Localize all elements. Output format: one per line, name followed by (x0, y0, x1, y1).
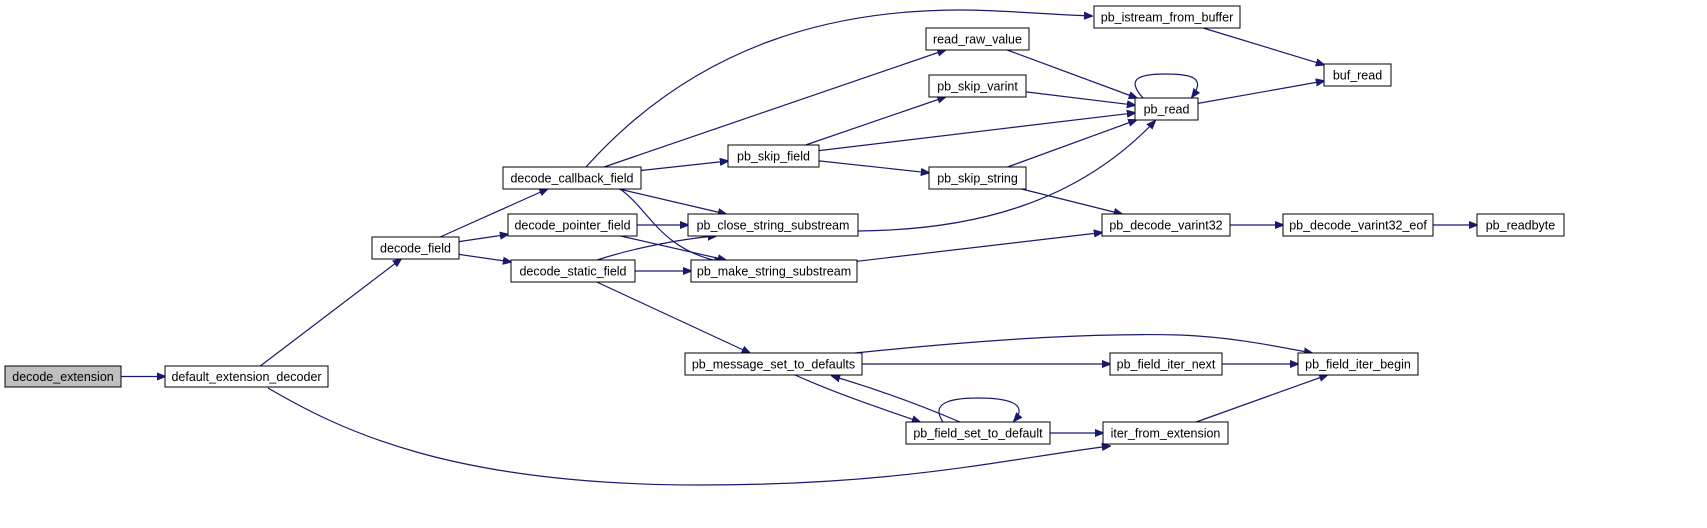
node-pb-readbyte[interactable]: pb_readbyte (1476, 213, 1565, 237)
node-label: pb_skip_field (737, 150, 810, 164)
node-decode-field[interactable]: decode_field (371, 236, 460, 260)
node-pb-make-string-substream[interactable]: pb_make_string_substream (690, 259, 858, 283)
node-pb-read[interactable]: pb_read (1134, 97, 1199, 121)
node-label: decode_static_field (519, 265, 626, 279)
edge-decode_callback_field-to-pb_close_string_substream (618, 188, 726, 214)
edge-pb_skip_field-to-pb_skip_varint (805, 97, 946, 146)
edge-decode_static_field-to-pb_message_set_to_defaults (596, 281, 750, 353)
node-pb-field-iter-next[interactable]: pb_field_iter_next (1109, 352, 1223, 376)
node-label: decode_callback_field (510, 172, 633, 186)
node-pb-istream-from-buffer[interactable]: pb_istream_from_buffer (1093, 5, 1241, 29)
node-default-extension-decoder[interactable]: default_extension_decoder (164, 365, 329, 388)
node-decode-extension[interactable]: decode_extension (4, 365, 122, 388)
node-pb-field-set-to-default[interactable]: pb_field_set_to_default (905, 421, 1051, 445)
edge-pb_skip_field-to-pb_skip_string (818, 160, 929, 173)
edge-pb_make_string_substream-to-pb_decode_varint32 (856, 233, 1102, 262)
node-pb-decode-varint32[interactable]: pb_decode_varint32 (1101, 213, 1231, 237)
node-label: pb_field_iter_begin (1305, 358, 1411, 372)
edge-pb_skip_string-to-pb_read (1007, 120, 1137, 168)
node-label: pb_close_string_substream (697, 219, 850, 233)
node-label: pb_skip_varint (937, 80, 1018, 94)
edge-pb_read-to-pb_read (1134, 73, 1197, 98)
edge-pb_skip_varint-to-pb_read (1025, 91, 1135, 105)
nodes: decode_extension default_extension_decode… (4, 5, 1565, 445)
edge-pb_message_set_to_defaults-to-pb_field_set_to_default (794, 374, 920, 422)
node-label: decode_field (380, 242, 451, 256)
node-label: pb_skip_string (937, 172, 1018, 186)
edge-default_extension_decoder-to-decode_field (259, 259, 401, 367)
edge-pb_message_set_to_defaults-to-pb_field_iter_begin (854, 333, 1312, 353)
edge-read_raw_value-to-pb_read (1006, 49, 1137, 98)
node-label: buf_read (1333, 69, 1382, 83)
node-label: pb_message_set_to_defaults (692, 358, 855, 372)
node-label: pb_field_set_to_default (913, 427, 1043, 441)
node-label: decode_pointer_field (514, 219, 630, 233)
edge-decode_field-to-decode_static_field (458, 253, 511, 262)
edge-pb_istream_from_buffer-to-buf_read (1202, 27, 1324, 65)
node-label: pb_field_iter_next (1117, 358, 1216, 372)
node-pb-skip-string[interactable]: pb_skip_string (928, 166, 1027, 190)
edge-iter_from_extension-to-pb_field_iter_begin (1195, 375, 1327, 423)
edge-pb_read-to-buf_read (1197, 81, 1324, 104)
node-label: pb_read (1144, 103, 1190, 117)
node-decode-static-field[interactable]: decode_static_field (510, 259, 636, 283)
node-pb-skip-field[interactable]: pb_skip_field (727, 144, 820, 168)
edge-decode_callback_field-to-read_raw_value (603, 50, 945, 168)
node-label: pb_istream_from_buffer (1101, 11, 1233, 25)
edge-decode_static_field-to-pb_close_string_substream (596, 236, 716, 261)
node-pb-close-string-substream[interactable]: pb_close_string_substream (687, 213, 859, 237)
edge-pb_field_set_to_default-to-pb_message_set_to_defaults (832, 376, 961, 423)
node-label: iter_from_extension (1111, 427, 1221, 441)
node-label: pb_decode_varint32_eof (1289, 219, 1427, 233)
node-label: read_raw_value (933, 33, 1022, 47)
node-label: decode_extension (12, 370, 114, 384)
node-read-raw-value[interactable]: read_raw_value (925, 27, 1030, 51)
node-pb-field-iter-begin[interactable]: pb_field_iter_begin (1297, 352, 1419, 376)
node-label: default_extension_decoder (171, 370, 321, 384)
node-label: pb_make_string_substream (697, 265, 851, 279)
edge-decode_field-to-decode_callback_field (439, 189, 547, 238)
edge-decode_callback_field-to-pb_istream_from_buffer (585, 9, 1092, 168)
node-decode-pointer-field[interactable]: decode_pointer_field (507, 213, 638, 237)
edges (121, 9, 1477, 486)
edge-pb_close_string_substream-to-pb_read (857, 121, 1155, 232)
edge-decode_callback_field-to-pb_skip_field (640, 161, 728, 172)
edge-default_extension_decoder-to-iter_from_extension (267, 387, 1110, 486)
node-pb-skip-varint[interactable]: pb_skip_varint (928, 74, 1027, 98)
edge-pb_field_set_to_default-to-pb_field_set_to_default (938, 397, 1019, 422)
node-buf-read[interactable]: buf_read (1323, 63, 1392, 87)
node-pb-decode-varint32-eof[interactable]: pb_decode_varint32_eof (1282, 213, 1434, 237)
edge-pb_skip_field-to-pb_read (818, 113, 1135, 152)
node-label: pb_readbyte (1486, 219, 1556, 233)
edge-decode_pointer_field-to-pb_make_string_substream (620, 235, 726, 260)
node-label: pb_decode_varint32 (1109, 219, 1222, 233)
edge-pb_skip_string-to-pb_decode_varint32 (1021, 188, 1122, 214)
edge-decode_field-to-decode_pointer_field (458, 234, 508, 243)
edge-decode_callback_field-to-pb_make_string_substream (619, 188, 722, 262)
node-pb-message-set-to-defaults[interactable]: pb_message_set_to_defaults (684, 352, 863, 376)
node-iter-from-extension[interactable]: iter_from_extension (1102, 421, 1229, 445)
node-decode-callback-field[interactable]: decode_callback_field (502, 166, 642, 190)
